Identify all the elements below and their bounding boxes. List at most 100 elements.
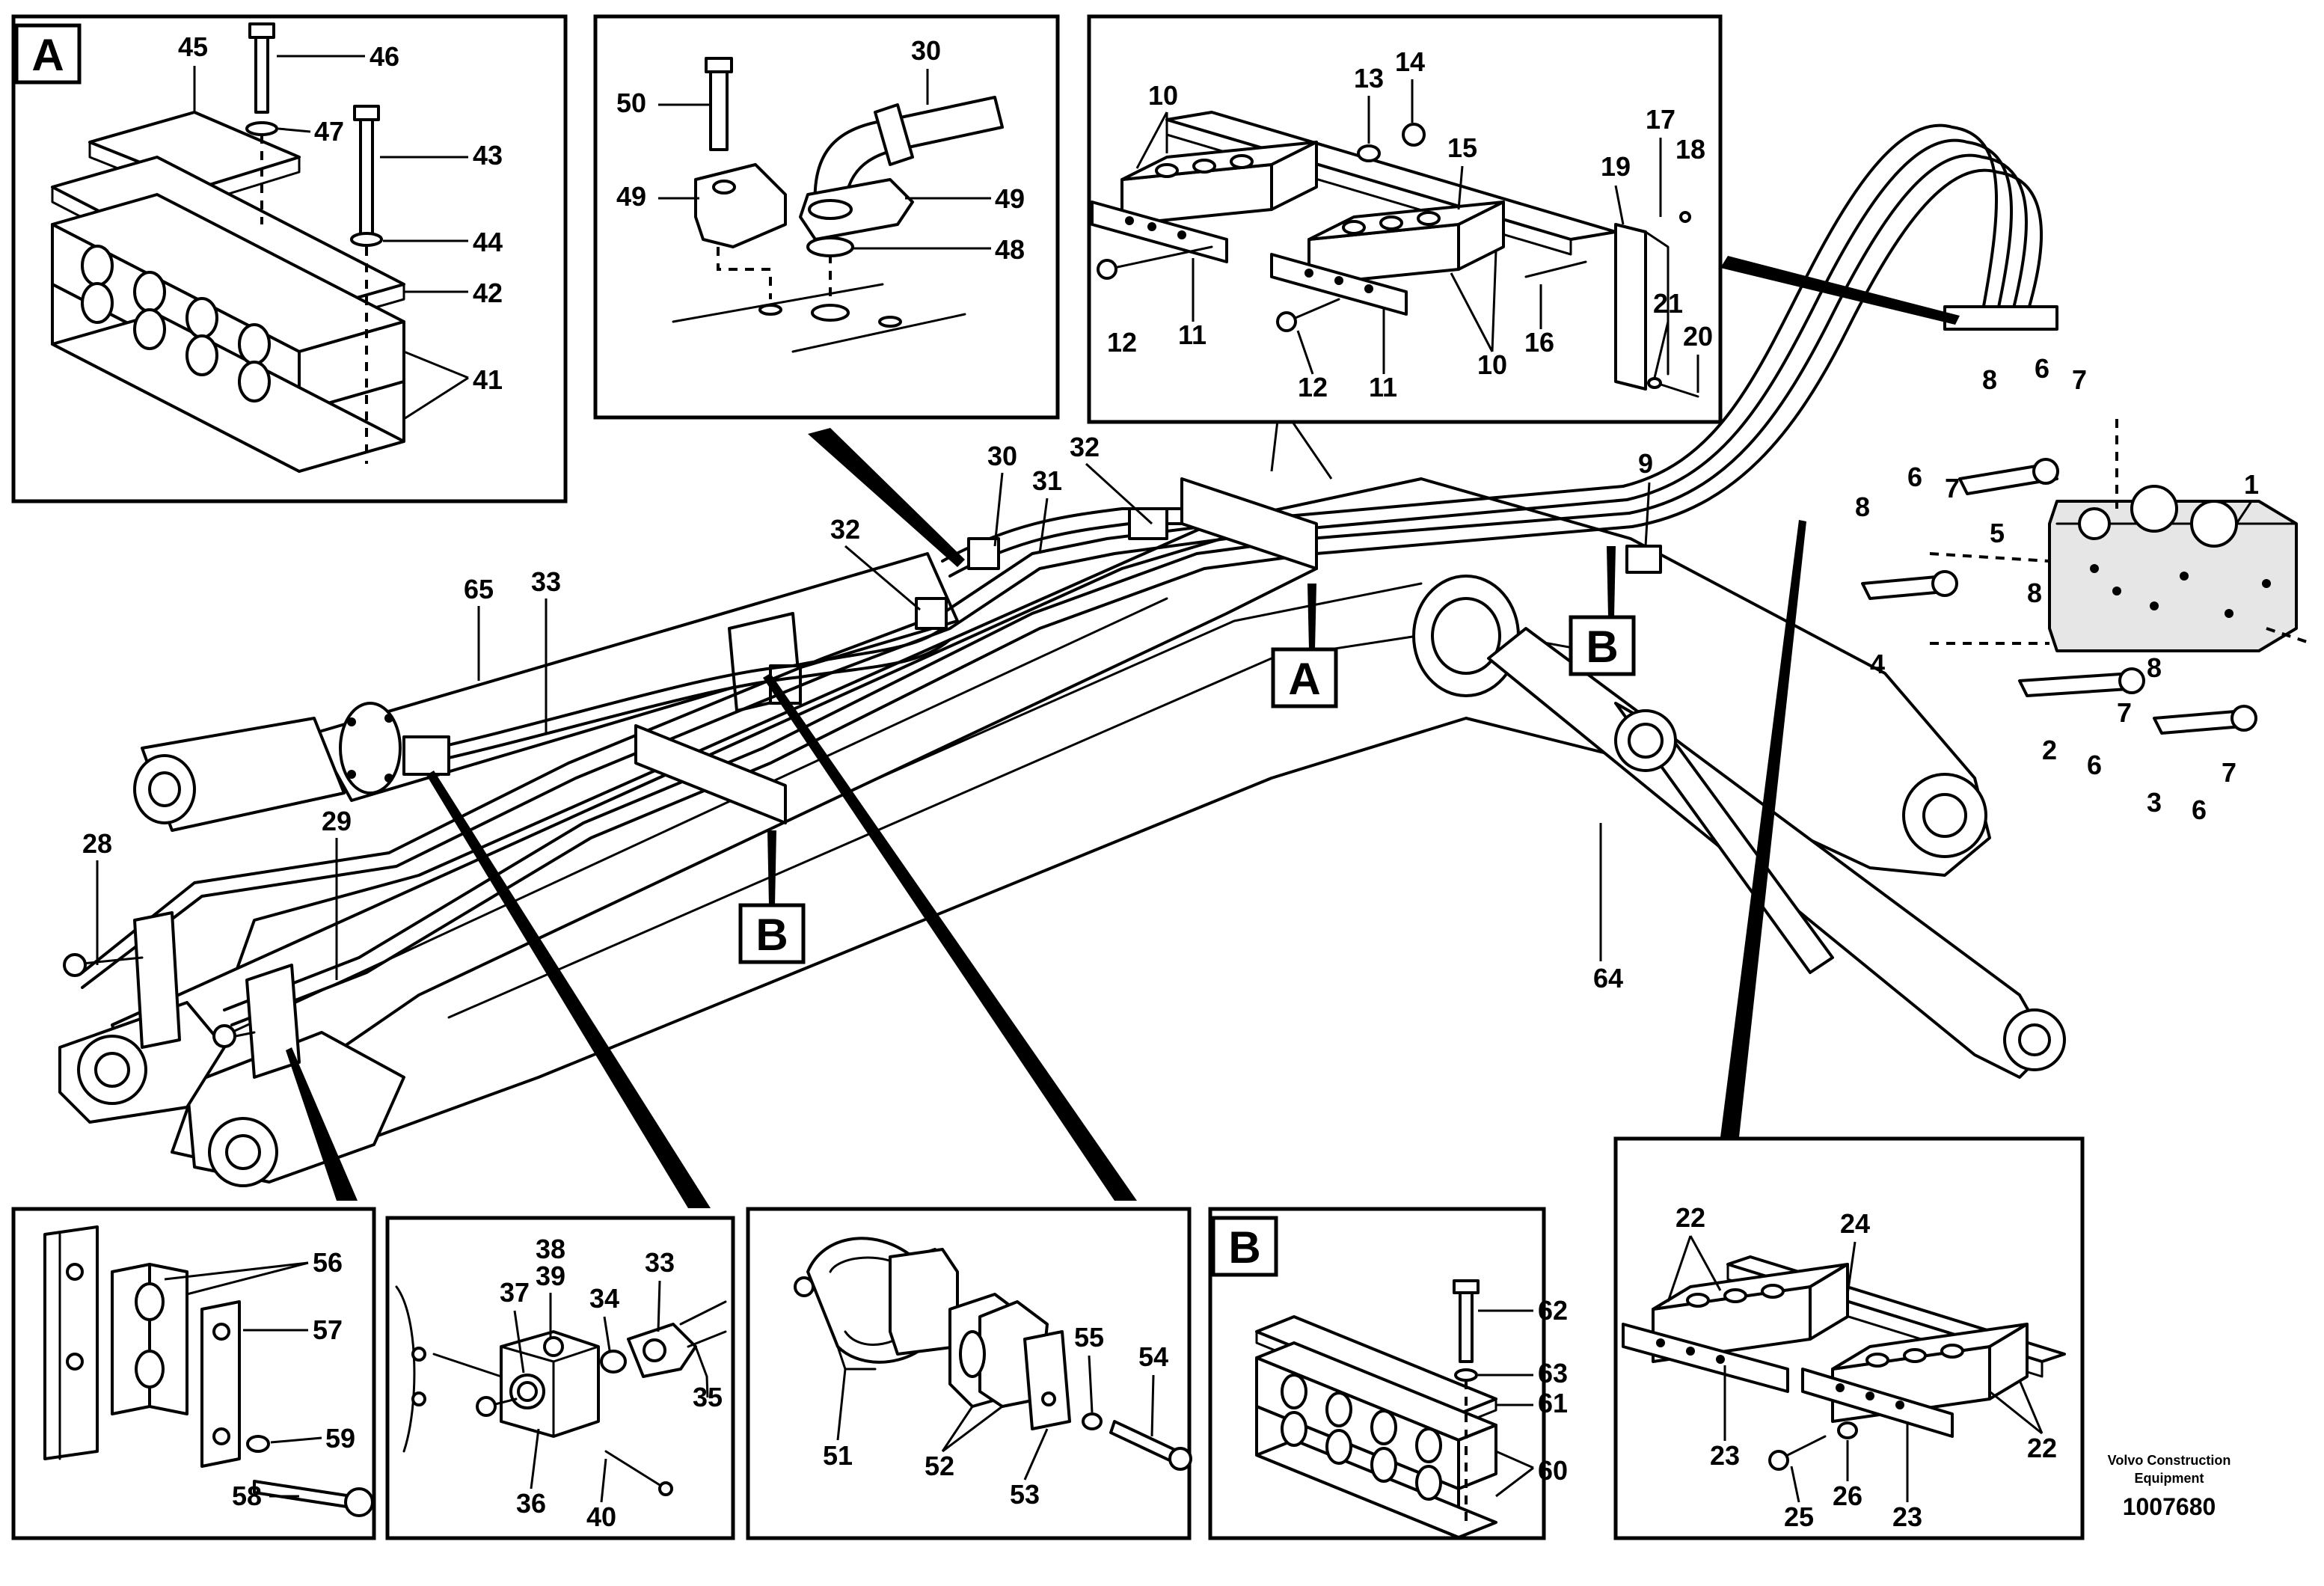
detail-dr-part-23-right: 23: [1892, 1501, 1922, 1532]
detail-ec-part-59: 59: [325, 1423, 355, 1454]
detail-dr-part-24: 24: [1840, 1208, 1870, 1239]
drawing-number: 1007680: [2123, 1493, 2216, 1520]
detail-cc-part-54: 54: [1138, 1341, 1168, 1372]
part-5: 5: [1990, 518, 2005, 548]
detail-flange-labels: 50 49 30 49 48: [616, 35, 1025, 265]
marker-b-main-left: B: [755, 910, 788, 960]
detail-rail-part-10-bottom: 10: [1477, 349, 1507, 380]
part-32-left: 32: [830, 514, 860, 545]
part-9: 9: [1638, 448, 1653, 479]
detail-rail-clamps: [1087, 14, 1723, 424]
detail-end-clamp-labels: 56 57 59 58: [164, 1247, 355, 1511]
detail-double-rail-labels: 22 24 23 25 26 23 22: [1667, 1202, 2057, 1532]
hydraulic-lines: [63, 123, 2058, 1079]
detail-b-part-61: 61: [1538, 1388, 1568, 1418]
detail-ec-part-58: 58: [232, 1481, 262, 1511]
detail-rail-part-19: 19: [1601, 151, 1631, 182]
detail-rail-part-18: 18: [1675, 134, 1705, 165]
detail-rail-part-14: 14: [1395, 46, 1425, 77]
detail-rail-labels: 10 13 14 15 17 18 19 16 21 20 12 11 12 1…: [1107, 46, 1713, 402]
detail-sw-part-40: 40: [586, 1501, 616, 1532]
part-8-a: 8: [1855, 492, 1870, 522]
detail-sw-part-39: 39: [536, 1261, 565, 1291]
part-3: 3: [2147, 787, 2162, 818]
main-reference-markers: A B B: [738, 546, 1636, 964]
detail-swivel-labels: 38 39 37 34 33 35 36 40: [500, 1234, 723, 1532]
part-30: 30: [987, 441, 1017, 471]
part-1: 1: [2244, 469, 2259, 500]
detail-fl-part-49-right: 49: [995, 183, 1025, 214]
detail-sw-part-34: 34: [589, 1283, 619, 1314]
detail-cc-part-51: 51: [823, 1440, 853, 1471]
detail-cylinder-clamp-labels: 51 52 53 55 54: [823, 1322, 1168, 1510]
detail-ec-part-56: 56: [313, 1247, 343, 1278]
detail-b-part-62: 62: [1538, 1295, 1568, 1326]
detail-pointers: [286, 256, 1960, 1208]
detail-b-clamp-stack: B: [1208, 1207, 1546, 1540]
detail-rail-part-17: 17: [1646, 104, 1675, 135]
detail-a-part-47: 47: [314, 116, 344, 147]
detail-swivel-block: [385, 1216, 735, 1540]
detail-cc-part-52: 52: [925, 1451, 954, 1481]
detail-rail-part-15: 15: [1447, 132, 1477, 163]
control-valve-assembly: [1861, 419, 2312, 735]
detail-fl-part-49-left: 49: [616, 181, 646, 212]
detail-b-part-60: 60: [1538, 1455, 1568, 1486]
detail-dr-part-22-top: 22: [1675, 1202, 1705, 1233]
detail-a-part-42: 42: [473, 278, 503, 308]
part-6-c: 6: [2087, 750, 2102, 780]
detail-a-part-46: 46: [370, 41, 399, 72]
detail-b-part-63: 63: [1538, 1358, 1568, 1388]
brand-line-1: Volvo Construction: [2108, 1453, 2231, 1468]
detail-flange-clamp: [593, 14, 1060, 420]
part-64: 64: [1593, 963, 1623, 993]
detail-sw-part-37: 37: [500, 1277, 530, 1308]
part-6-d: 6: [2192, 794, 2207, 825]
detail-sw-part-38: 38: [536, 1234, 565, 1264]
part-7-c: 7: [2117, 697, 2132, 728]
detail-dr-part-26: 26: [1833, 1481, 1862, 1511]
detail-rail-part-10-top: 10: [1148, 80, 1178, 111]
main-part-labels: 27 30 31 32 32 65 33 28 29 9 64 1 8 6 7 …: [82, 353, 2259, 993]
part-29: 29: [322, 806, 352, 836]
detail-rail-part-16: 16: [1524, 327, 1554, 358]
detail-rail-part-12-right: 12: [1298, 372, 1328, 402]
detail-sw-part-36: 36: [516, 1488, 546, 1519]
detail-b-label: B: [1228, 1222, 1260, 1273]
detail-b-labels: 62 63 61 60: [1478, 1295, 1568, 1498]
detail-a-part-45: 45: [178, 31, 208, 62]
detail-ec-part-57: 57: [313, 1314, 343, 1345]
detail-a-part-41: 41: [473, 364, 503, 395]
detail-a-part-43: 43: [473, 140, 503, 171]
part-7-e: 7: [2222, 757, 2236, 788]
detail-cc-part-55: 55: [1074, 1322, 1104, 1353]
part-65: 65: [464, 574, 494, 604]
part-7-a: 7: [1945, 473, 1960, 503]
detail-sw-part-33: 33: [645, 1247, 675, 1278]
part-28: 28: [82, 828, 112, 859]
part-8-c: 8: [2027, 578, 2042, 608]
detail-fl-part-30: 30: [911, 35, 941, 66]
part-7-b: 7: [2072, 364, 2087, 395]
part-33: 33: [531, 566, 561, 597]
part-6-a: 6: [1907, 462, 1922, 492]
part-32-top: 32: [1070, 432, 1100, 462]
detail-a-labels: 45 46 47 43 44 42 41: [178, 31, 503, 420]
part-2: 2: [2042, 735, 2057, 765]
detail-dr-part-25: 25: [1784, 1501, 1814, 1532]
brand-line-2: Equipment: [2135, 1471, 2204, 1486]
part-8-b: 8: [1982, 364, 1997, 395]
detail-rail-part-11-right: 11: [1369, 372, 1397, 402]
detail-rail-part-11-left: 11: [1178, 319, 1207, 350]
detail-rail-part-20: 20: [1683, 321, 1713, 352]
part-4: 4: [1870, 649, 1885, 679]
detail-rail-part-21: 21: [1653, 288, 1683, 319]
detail-rail-part-13: 13: [1354, 63, 1384, 94]
part-8-d: 8: [2147, 652, 2162, 683]
part-6-b: 6: [2035, 353, 2049, 384]
detail-cc-part-53: 53: [1010, 1479, 1040, 1510]
detail-double-rail-clamp: [1613, 1136, 2085, 1540]
part-31: 31: [1032, 465, 1062, 496]
drawing-footer: Volvo Construction Equipment 1007680: [2108, 1453, 2231, 1520]
